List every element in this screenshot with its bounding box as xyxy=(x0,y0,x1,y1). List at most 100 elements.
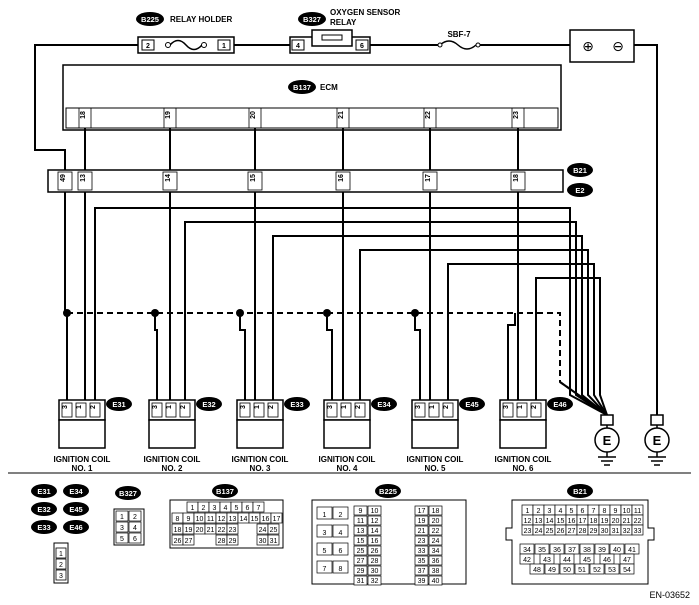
ground-left-label: E xyxy=(603,433,612,448)
b225-cell xyxy=(414,565,429,576)
harness-pin-4: 15 xyxy=(250,174,257,182)
ground-link-wire xyxy=(559,381,608,416)
harness-tag-bottom: E2 xyxy=(575,186,584,195)
b21-pin: 47 xyxy=(623,557,631,564)
b327-pin: 4 xyxy=(133,525,137,532)
b225-cell xyxy=(428,555,443,566)
coil-number: NO. 3 xyxy=(250,464,271,473)
b21-pin: 7 xyxy=(592,508,596,515)
b21-cell xyxy=(519,553,535,565)
figure-code: EN-03652 xyxy=(649,590,690,600)
b225-pin: 18 xyxy=(432,508,440,515)
b21-pin: 44 xyxy=(563,557,571,564)
legend-tag-e33: E33 xyxy=(37,523,50,532)
coil-body xyxy=(236,419,284,449)
b21-cell xyxy=(589,563,605,575)
coil-pin: 1 xyxy=(341,405,348,409)
b137-pin: 3 xyxy=(213,505,217,512)
b21-pin: 17 xyxy=(579,518,587,525)
b225-cell xyxy=(353,535,368,546)
harness-pin-1: 49 xyxy=(60,174,67,182)
legend-b137-tag: B137 xyxy=(216,487,234,496)
b225-pin: 33 xyxy=(418,548,426,555)
b21-cell xyxy=(529,563,545,575)
oxygen-relay-pin-right: 6 xyxy=(360,43,364,50)
ecm-pin-6: 23 xyxy=(513,111,520,119)
b225-cell xyxy=(367,555,382,566)
harness-pin-3: 14 xyxy=(165,174,172,182)
junction-dot xyxy=(323,309,331,317)
power-supply-line xyxy=(34,44,570,195)
b225-cell xyxy=(353,545,368,556)
b21-pin: 32 xyxy=(623,528,631,535)
junction-dot xyxy=(236,309,244,317)
b225-cell xyxy=(414,505,429,516)
b21-pin: 34 xyxy=(523,547,531,554)
b225-pin: 16 xyxy=(371,538,379,545)
b21-pin: 35 xyxy=(538,547,546,554)
b137-pin: 26 xyxy=(174,538,182,545)
b137-pin: 7 xyxy=(257,505,261,512)
coil-ground-wire-4 xyxy=(359,249,608,416)
b225-cell xyxy=(428,505,443,516)
b225-pin: 40 xyxy=(432,578,440,585)
relay-holder-fuse-symbol xyxy=(169,39,203,51)
b225-pin: 1 xyxy=(323,512,327,519)
b225-cell xyxy=(353,555,368,566)
b21-pin: 21 xyxy=(623,518,631,525)
b137-pin: 13 xyxy=(229,516,237,523)
legend-b225-tag: B225 xyxy=(379,487,397,496)
legend-coil-pin-1: 1 xyxy=(59,551,63,558)
b225-pin: 10 xyxy=(371,508,379,515)
b21-cell xyxy=(609,543,625,555)
battery-plus-icon: ⊕ xyxy=(582,38,594,54)
b21-pin: 19 xyxy=(601,518,609,525)
oxygen-relay-label-line1: OXYGEN SENSOR xyxy=(330,8,400,17)
oxygen-relay-tag: B327 xyxy=(303,15,321,24)
battery-minus-icon: ⊖ xyxy=(612,38,624,54)
coil-pin: 1 xyxy=(254,405,261,409)
harness-pin-5: 16 xyxy=(338,174,345,182)
b225-pin: 17 xyxy=(418,508,426,515)
coil-pin: 2 xyxy=(355,405,362,409)
b327-pin: 5 xyxy=(120,536,124,543)
coil-body xyxy=(58,419,106,449)
coil-pin: 1 xyxy=(517,405,524,409)
harness-pin-cell xyxy=(77,171,93,191)
ecm-tag: B137 xyxy=(293,83,311,92)
b327-cell xyxy=(115,510,129,522)
legend-tag-e32: E32 xyxy=(37,505,50,514)
coil-ground-wire-3 xyxy=(272,235,608,416)
ecm-pin-2: 19 xyxy=(165,111,172,119)
coil-power-wire-2 xyxy=(154,313,158,400)
b21-pin: 9 xyxy=(614,508,618,515)
b21-pin: 53 xyxy=(608,567,616,574)
b225-cell xyxy=(367,545,382,556)
coil-number: NO. 4 xyxy=(337,464,358,473)
b21-pin: 29 xyxy=(590,528,598,535)
coil-number: NO. 1 xyxy=(72,464,93,473)
b225-cell xyxy=(316,506,333,520)
b137-pin: 15 xyxy=(251,516,259,523)
coil-label: IGNITION COIL xyxy=(495,455,552,464)
junction-dot xyxy=(151,309,159,317)
coil-tag: E31 xyxy=(112,400,125,409)
b225-cell xyxy=(332,542,349,556)
b21-pin: 30 xyxy=(601,528,609,535)
b225-pin: 36 xyxy=(432,558,440,565)
coil-label: IGNITION COIL xyxy=(54,455,111,464)
coil-tag: E33 xyxy=(290,400,303,409)
b21-pin: 11 xyxy=(634,508,641,515)
b225-cell xyxy=(332,560,349,574)
b137-pin: 4 xyxy=(224,505,228,512)
coil-power-wire-6 xyxy=(507,313,516,400)
coil-label: IGNITION COIL xyxy=(232,455,289,464)
b21-cell xyxy=(559,563,575,575)
coil-pin: 1 xyxy=(166,405,173,409)
b225-cell xyxy=(428,565,443,576)
b137-pin: 30 xyxy=(259,538,267,545)
